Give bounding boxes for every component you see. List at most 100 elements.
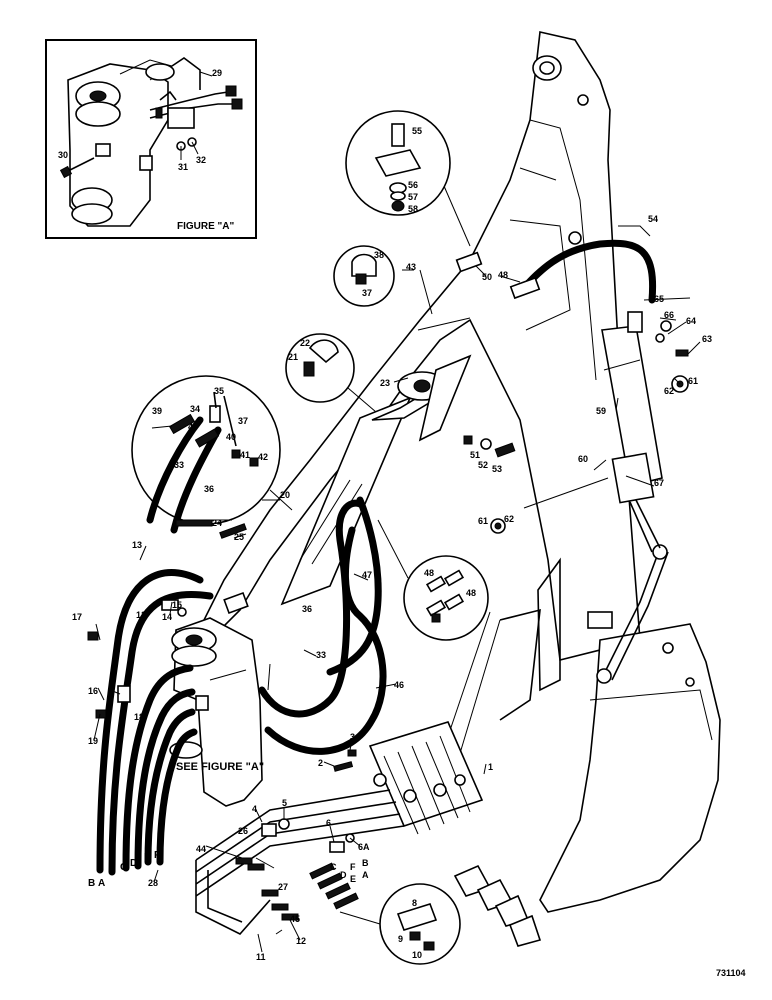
callout-45: 45 <box>290 914 300 924</box>
figure-a-inset: 29 30 31 32 FIGURE "A" <box>45 39 257 239</box>
drawing-number: 731104 <box>716 968 746 978</box>
callout-62-b: 62 <box>504 514 514 524</box>
callout-47: 47 <box>362 570 372 580</box>
callout-26: 26 <box>238 826 248 836</box>
callout-37-detail: 37 <box>238 416 248 426</box>
callout-10: 10 <box>412 950 422 960</box>
hydraulic-hoses <box>96 239 657 876</box>
callout-58: 58 <box>408 204 418 214</box>
callout-3: 3 <box>350 732 355 742</box>
fittings-27 <box>309 862 359 910</box>
leader-lines <box>93 225 701 953</box>
callout-25: 25 <box>234 532 244 542</box>
callout-14: 14 <box>162 612 172 622</box>
callout-38: 38 <box>374 250 384 260</box>
hose-letter-a: A <box>98 878 105 889</box>
callout-5: 5 <box>282 798 287 808</box>
callout-34: 34 <box>190 404 200 414</box>
detail-circle-55-58 <box>345 110 471 247</box>
callout-18: 18 <box>134 712 144 722</box>
callout-36-detail: 36 <box>204 484 214 494</box>
callout-55: 55 <box>412 126 422 136</box>
callout-8: 8 <box>412 898 417 908</box>
fitting-52 <box>480 438 492 450</box>
fitting-49 <box>455 251 483 273</box>
callout-numbers: 1 2 3 4 5 6 6A 8 9 10 11 12 12 13 14 15 … <box>72 126 712 962</box>
callout-23: 23 <box>380 378 390 388</box>
callout-33-detail: 33 <box>174 460 184 470</box>
callout-20: 20 <box>280 490 290 500</box>
hose-letter-c: C <box>120 862 127 873</box>
right-hardware <box>490 320 689 534</box>
callout-62-a: 62 <box>664 386 674 396</box>
callout-40-b: 40 <box>226 432 236 442</box>
callout-43: 43 <box>406 262 416 272</box>
callout-35: 35 <box>214 386 224 396</box>
fitting-51 <box>463 435 473 445</box>
callout-1: 1 <box>488 762 493 772</box>
detail-circle-8-10 <box>339 883 461 965</box>
valve-letter-b: B <box>362 858 369 868</box>
detail-circle-37-38 <box>333 245 395 307</box>
callout-9: 9 <box>398 934 403 944</box>
callout-28: 28 <box>148 878 158 888</box>
small-parts <box>87 519 357 853</box>
inset-callout-31: 31 <box>178 162 188 172</box>
callout-16: 16 <box>88 686 98 696</box>
callout-56: 56 <box>408 180 418 190</box>
valve-letter-f: F <box>350 862 356 872</box>
callout-6a: 6A <box>358 842 370 852</box>
callout-33: 33 <box>316 650 326 660</box>
callout-48-b: 48 <box>466 588 476 598</box>
swing-tower <box>169 617 263 807</box>
callout-50: 50 <box>482 272 492 282</box>
callout-66: 66 <box>664 310 674 320</box>
callout-63: 63 <box>702 334 712 344</box>
detail-circle-21-22 <box>285 333 377 413</box>
callout-13: 13 <box>132 540 142 550</box>
valve-letter-a: A <box>362 870 369 880</box>
callout-59: 59 <box>596 406 606 416</box>
inset-callout-32: 32 <box>196 155 206 165</box>
callout-52: 52 <box>478 460 488 470</box>
hose-letter-f: F <box>154 850 160 861</box>
callout-64: 64 <box>686 316 696 326</box>
hose-letter-b: B <box>88 878 95 889</box>
bucket-cylinder <box>601 311 663 553</box>
valve-letter-d: D <box>340 870 347 880</box>
callout-44: 44 <box>196 844 206 854</box>
valve-letter-e: E <box>350 874 356 884</box>
detail-circle-48 <box>377 519 489 641</box>
callout-4: 4 <box>252 804 257 814</box>
callout-61-b: 61 <box>478 516 488 526</box>
fitting-50 <box>509 276 541 300</box>
figure-a-title: FIGURE "A" <box>177 221 235 232</box>
callout-21: 21 <box>288 352 298 362</box>
callout-27: 27 <box>278 882 288 892</box>
control-valve <box>368 721 484 835</box>
callout-60: 60 <box>578 454 588 464</box>
callout-12-lower: 12 <box>296 936 306 946</box>
callout-19: 19 <box>88 736 98 746</box>
inset-callout-29: 29 <box>212 68 222 78</box>
callout-42: 42 <box>258 452 268 462</box>
bucket <box>453 544 721 947</box>
steel-tubes <box>195 789 405 935</box>
callout-67: 67 <box>654 478 664 488</box>
callout-40-a: 40 <box>188 422 198 432</box>
callout-48-a: 48 <box>424 568 434 578</box>
boom <box>199 31 641 761</box>
callout-17: 17 <box>72 612 82 622</box>
hose-letter-e: E <box>144 852 151 863</box>
callout-6: 6 <box>326 818 331 828</box>
callout-48-c: 48 <box>498 270 508 280</box>
callout-65: 65 <box>654 294 664 304</box>
inset-callout-30: 30 <box>58 150 68 160</box>
callout-46: 46 <box>394 680 404 690</box>
callout-53: 53 <box>492 464 502 474</box>
boom-cylinder <box>280 354 472 606</box>
callout-57: 57 <box>408 192 418 202</box>
callout-22: 22 <box>300 338 310 348</box>
valve-port-letters: C D F E B A <box>330 858 369 884</box>
